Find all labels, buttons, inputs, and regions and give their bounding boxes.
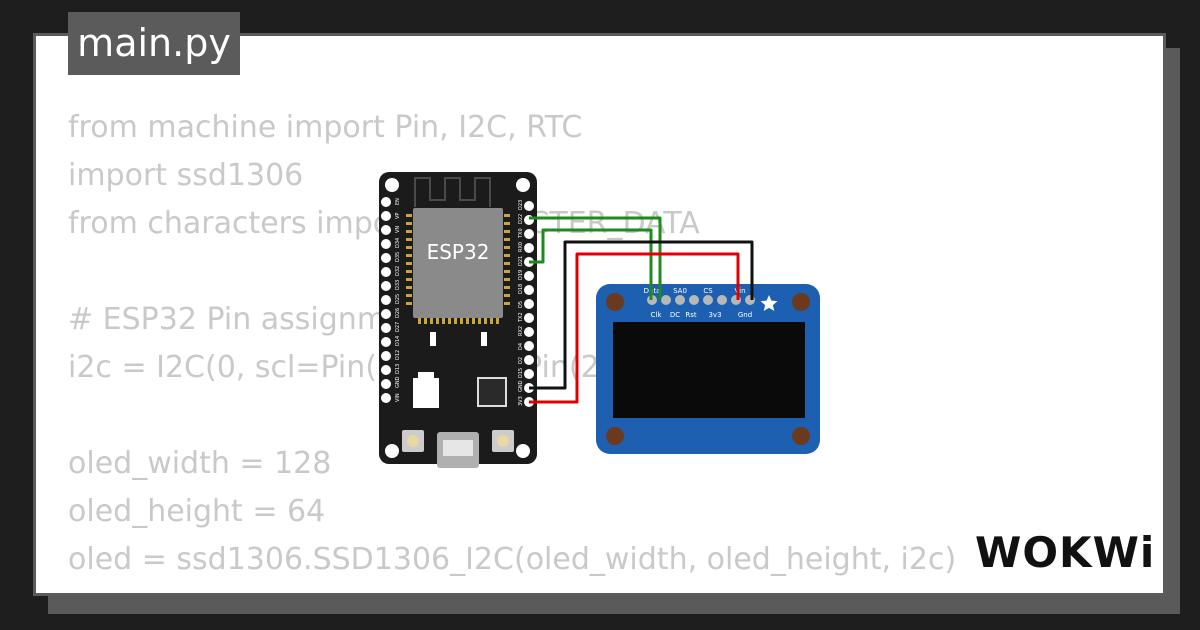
oled-pin-label: SA0 [673,287,687,295]
pin-label: VIN [395,393,401,402]
wire-gnd [529,240,754,390]
oled-pin-label: CS [703,287,713,295]
file-tab-label: main.py [77,21,231,65]
oled-pin-label: Rst [685,311,697,319]
pin-label: D22 [518,214,524,224]
pin-label: RX0 [518,242,524,252]
pin-label: D27 [395,322,401,332]
pin-label: D12 [395,350,401,360]
code-line: oled = ssd1306.SSD1306_I2C(oled_width, o… [68,542,957,577]
pin-label: VN [395,226,401,233]
pin-label: D35 [395,252,401,262]
pin-label: D2 [518,357,524,364]
pin-label: D14 [395,336,401,346]
oled-screen [613,322,805,418]
star-icon [760,295,778,311]
code-line: oled_width = 128 [68,446,332,481]
boot-button[interactable] [402,430,424,452]
oled-pin-label: Clk [651,311,663,319]
code-line: import ssd1306 [68,158,304,193]
wokwi-logo: WOKWi [975,528,1156,577]
pin-label: GND [518,380,524,392]
pin-label: TX2 [518,312,524,323]
oled-pin-label: Gnd [738,311,752,319]
pin-label: D13 [395,364,401,374]
pin-label: D5 [518,301,524,308]
esp32-right-header [524,201,534,407]
pin-label: GND [395,376,401,388]
pin-label: EN [395,198,401,205]
pin-label: RX2 [518,326,524,336]
pin-label: VP [395,213,401,219]
pin-label: D25 [395,294,401,304]
pin-label: D15 [518,368,524,378]
pin-label: 3V3 [518,396,524,406]
code-line: oled_height = 64 [68,494,326,529]
code-line: from machine import Pin, I2C, RTC [68,110,583,145]
pin-label: D21 [518,256,524,266]
wire-vcc [529,252,740,404]
voltage-regulator [413,378,439,408]
pin-label: D4 [518,343,524,350]
pin-label: D33 [395,280,401,290]
oled-pin-label: Vin [734,287,745,295]
oled-pin-label: 3v3 [708,311,721,319]
pin-label: D18 [518,284,524,294]
oled-pin-label: DC [670,311,680,319]
file-tab[interactable]: main.py [68,12,240,75]
esp32-board[interactable]: ESP32 [379,172,537,468]
pin-label: D19 [518,270,524,280]
pin-label: TX0 [518,228,524,239]
esp32-module [413,208,503,318]
wires[interactable] [529,216,754,404]
pin-label: D34 [395,238,401,248]
esp32-label: ESP32 [427,240,490,264]
oled-display-module[interactable]: Data SA0 CS Vin Clk DC Rst 3v3 Gnd [596,284,820,454]
reset-button[interactable] [492,430,514,452]
pin-label: D26 [395,308,401,318]
pin-label: D23 [518,200,524,210]
usb-uart-chip [477,377,507,407]
pin-label: D32 [395,266,401,276]
wire-sda [529,216,662,300]
esp32-left-header [381,197,391,403]
